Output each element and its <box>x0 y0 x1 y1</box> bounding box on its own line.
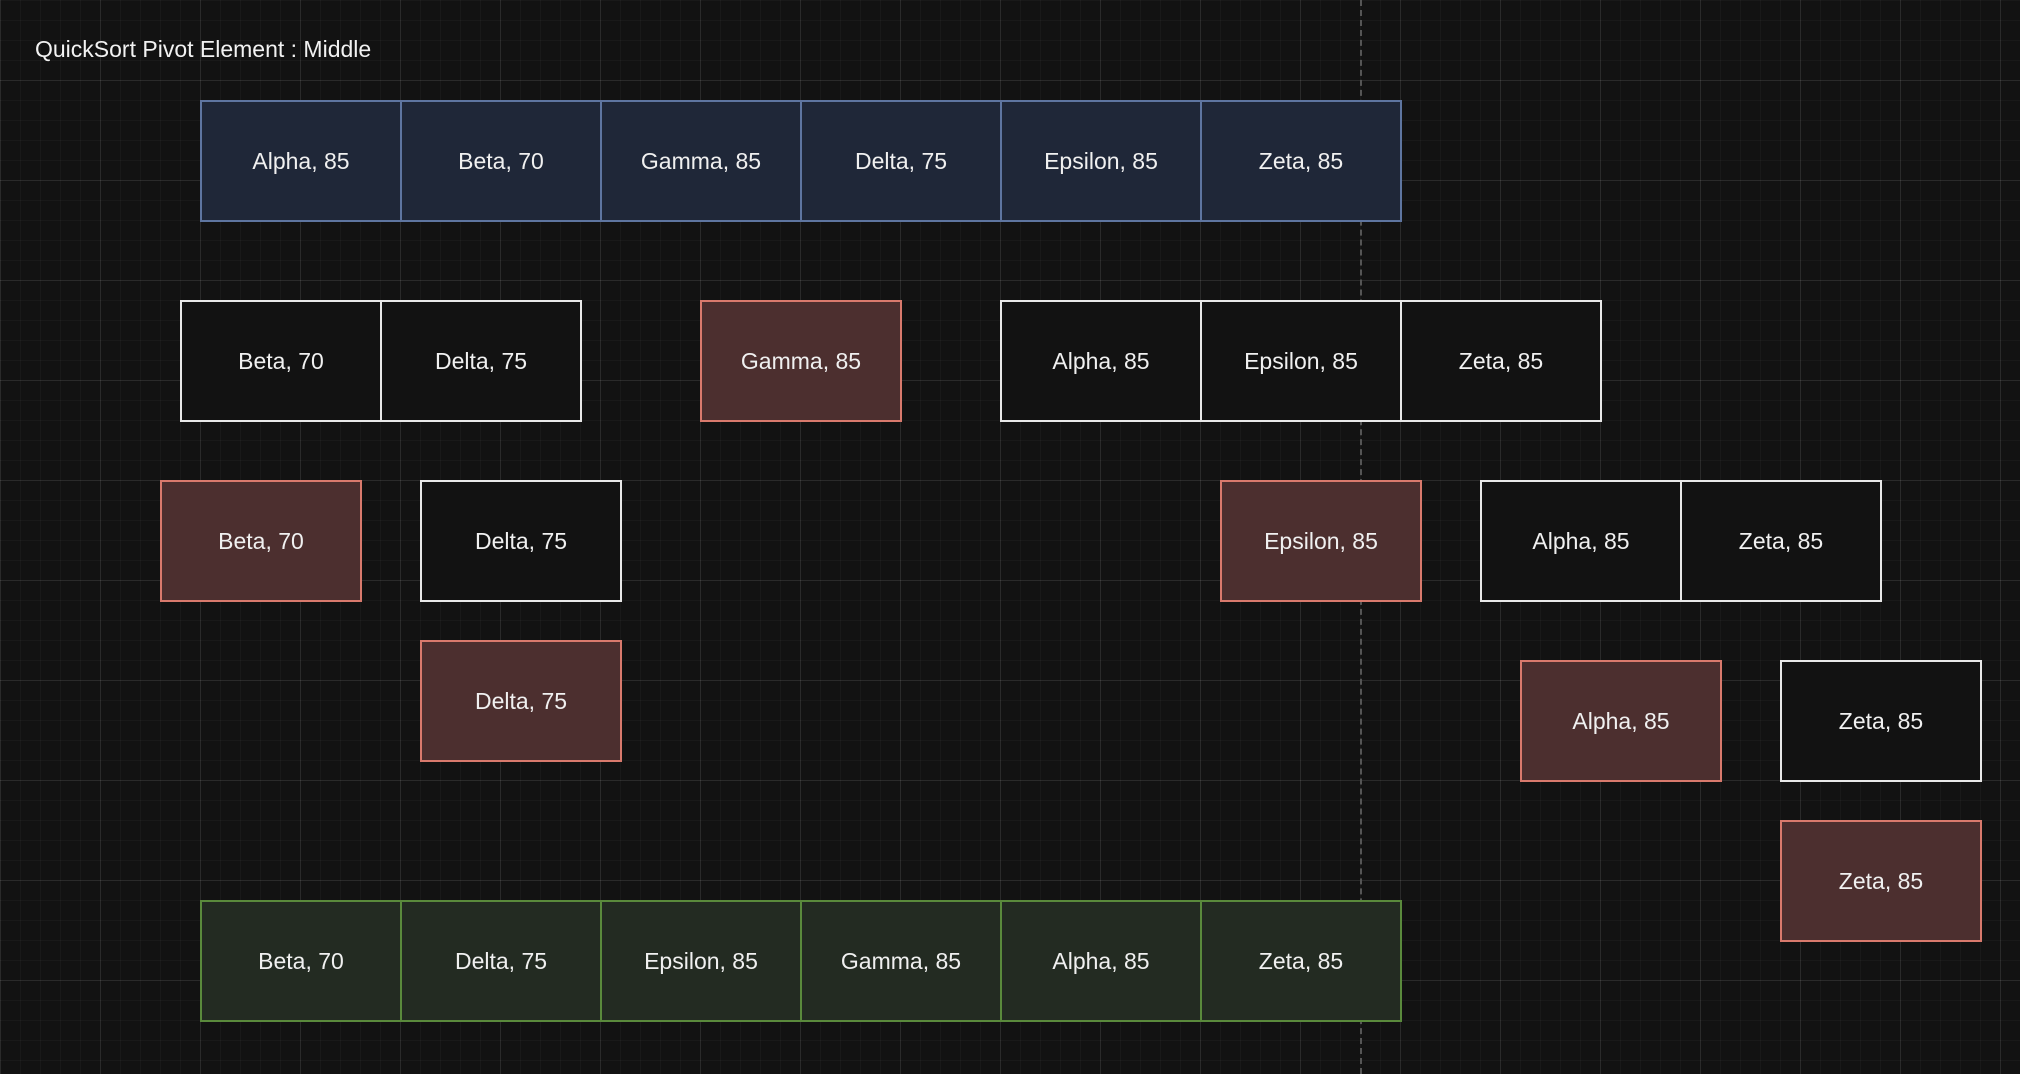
subarray-cell: Beta, 70 <box>180 300 382 422</box>
pivot-cell: Beta, 70 <box>160 480 362 602</box>
input-cell: Zeta, 85 <box>1200 100 1402 222</box>
pivot-cell: Gamma, 85 <box>700 300 902 422</box>
pivot-cell: Delta, 75 <box>420 640 622 762</box>
output-cell: Gamma, 85 <box>800 900 1002 1022</box>
pivot-cell: Zeta, 85 <box>1780 820 1982 942</box>
subarray-cell: Zeta, 85 <box>1780 660 1982 782</box>
subarray-cell: Delta, 75 <box>420 480 622 602</box>
input-cell: Delta, 75 <box>800 100 1002 222</box>
subarray-cell: Alpha, 85 <box>1480 480 1682 602</box>
input-cell: Beta, 70 <box>400 100 602 222</box>
input-cell: Gamma, 85 <box>600 100 802 222</box>
input-cell: Alpha, 85 <box>200 100 402 222</box>
pivot-cell: Epsilon, 85 <box>1220 480 1422 602</box>
subarray-cell: Delta, 75 <box>380 300 582 422</box>
output-cell: Epsilon, 85 <box>600 900 802 1022</box>
subarray-cell: Alpha, 85 <box>1000 300 1202 422</box>
output-cell: Delta, 75 <box>400 900 602 1022</box>
subarray-cell: Epsilon, 85 <box>1200 300 1402 422</box>
subarray-cell: Zeta, 85 <box>1680 480 1882 602</box>
diagram-title: QuickSort Pivot Element : Middle <box>35 36 372 62</box>
subarray-cell: Zeta, 85 <box>1400 300 1602 422</box>
output-cell: Alpha, 85 <box>1000 900 1202 1022</box>
output-cell: Beta, 70 <box>200 900 402 1022</box>
input-cell: Epsilon, 85 <box>1000 100 1202 222</box>
output-cell: Zeta, 85 <box>1200 900 1402 1022</box>
pivot-cell: Alpha, 85 <box>1520 660 1722 782</box>
